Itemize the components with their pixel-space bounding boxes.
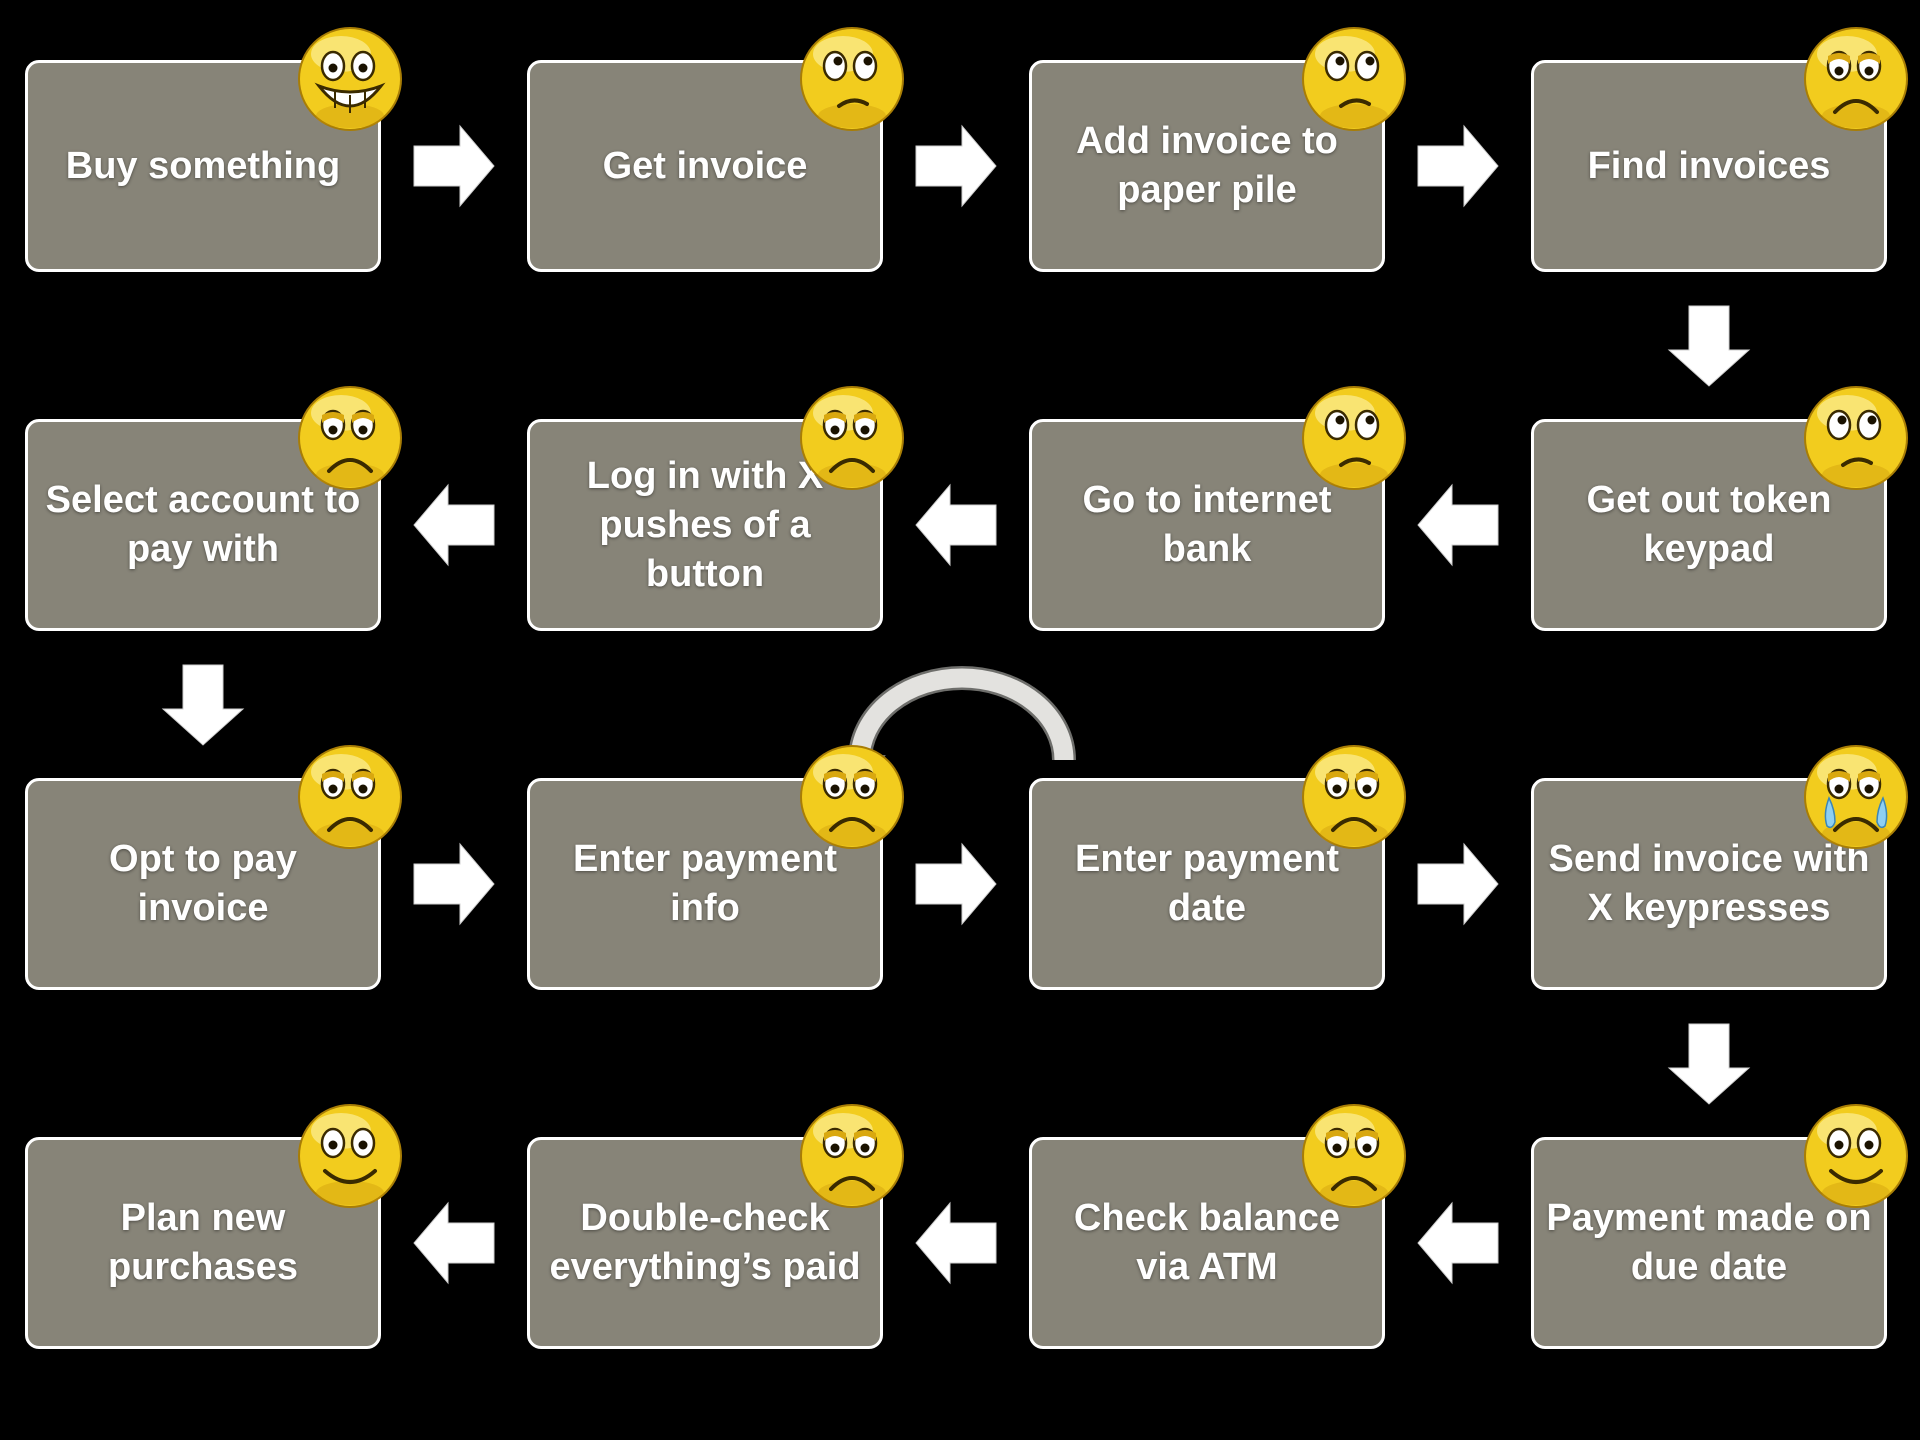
step-label: Get out token keypad: [1586, 479, 1832, 570]
step-box-log-in-with-x-pushes-of-a-button: Log in with X pushes of a button: [527, 419, 883, 631]
flow-arrow-down-icon: [1667, 1023, 1751, 1105]
step-box-plan-new-purchases: Plan new purchases: [25, 1137, 381, 1349]
step-label: Opt to pay invoice: [109, 838, 297, 929]
flow-arrow-down-icon: [161, 664, 245, 746]
step-label: Go to internet bank: [1082, 479, 1332, 570]
flow-arrow-right-icon: [915, 842, 997, 926]
step-label: Enter payment info: [573, 838, 837, 929]
step-label: Log in with X pushes of a button: [586, 454, 824, 595]
flow-arrow-left-icon: [1417, 1201, 1499, 1285]
sad-face-icon: [298, 745, 402, 849]
step-box-enter-payment-date: Enter payment date: [1029, 778, 1385, 990]
sad-face-icon: [800, 745, 904, 849]
smile-face-icon: [1804, 1104, 1908, 1208]
flow-arrow-left-icon: [915, 483, 997, 567]
step-label: Check balance via ATM: [1073, 1197, 1341, 1288]
smile-face-icon: [298, 1104, 402, 1208]
sad-face-icon: [800, 386, 904, 490]
step-label: Find invoices: [1587, 144, 1831, 187]
grin-face-icon: [298, 27, 402, 131]
step-label: Enter payment date: [1075, 838, 1339, 929]
unsure-face-icon: [800, 27, 904, 131]
flow-arrow-left-icon: [1417, 483, 1499, 567]
flow-arrow-right-icon: [1417, 124, 1499, 208]
step-label: Get invoice: [602, 144, 808, 187]
flow-arrow-right-icon: [915, 124, 997, 208]
flow-arrow-right-icon: [413, 124, 495, 208]
step-label: Buy something: [65, 144, 341, 187]
flow-arrow-left-icon: [413, 483, 495, 567]
flow-arrow-right-icon: [1417, 842, 1499, 926]
step-label: Add invoice to paper pile: [1076, 120, 1338, 211]
flow-arrow-left-icon: [413, 1201, 495, 1285]
step-label: Double-check everything’s paid: [549, 1197, 861, 1288]
sad-face-icon: [1804, 27, 1908, 131]
unsure-face-icon: [1302, 386, 1406, 490]
step-label: Send invoice with X keypresses: [1548, 838, 1870, 929]
step-box-payment-made-on-due-date: Payment made on due date: [1531, 1137, 1887, 1349]
crying-face-icon: [1804, 745, 1908, 849]
sad-face-icon: [298, 386, 402, 490]
sad-face-icon: [1302, 745, 1406, 849]
sad-face-icon: [800, 1104, 904, 1208]
flow-arrow-down-icon: [1667, 305, 1751, 387]
step-label: Plan new purchases: [107, 1197, 299, 1288]
step-label: Select account to pay with: [45, 479, 361, 570]
sad-face-icon: [1302, 1104, 1406, 1208]
unsure-face-icon: [1804, 386, 1908, 490]
step-box-send-invoice-with-x-keypresses: Send invoice with X keypresses: [1531, 778, 1887, 990]
flow-arrow-right-icon: [413, 842, 495, 926]
unsure-face-icon: [1302, 27, 1406, 131]
step-label: Payment made on due date: [1546, 1197, 1872, 1288]
flow-arrow-left-icon: [915, 1201, 997, 1285]
